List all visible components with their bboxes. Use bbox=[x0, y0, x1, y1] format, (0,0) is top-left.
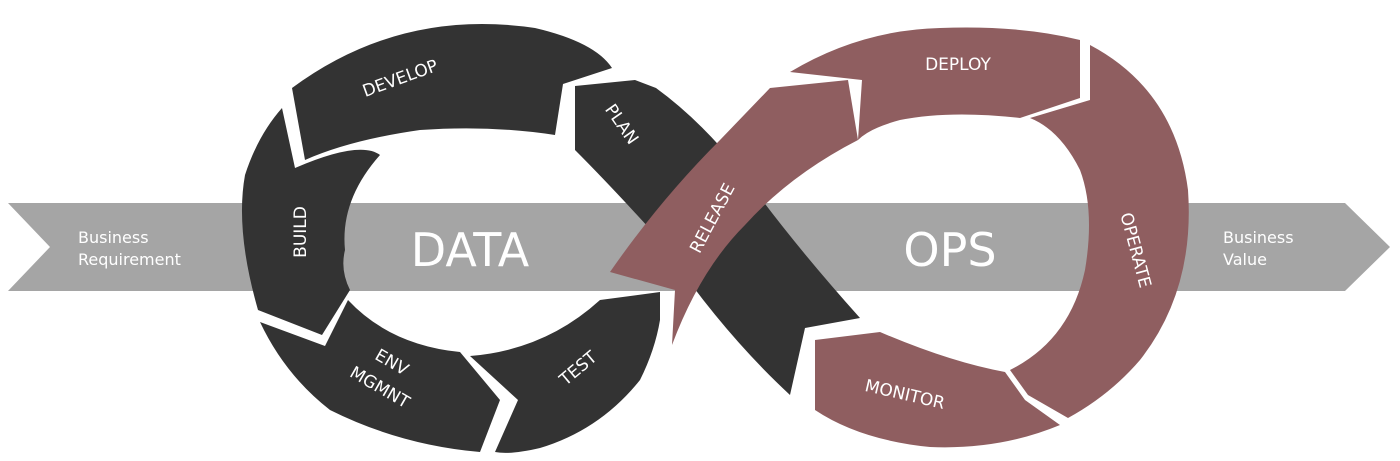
data-title: DATA bbox=[411, 223, 530, 277]
stage-deploy-label: DEPLOY bbox=[925, 55, 991, 75]
input-label-line2: Requirement bbox=[78, 250, 181, 269]
segment-deploy bbox=[790, 27, 1080, 140]
data-loop bbox=[241, 24, 860, 453]
ops-loop bbox=[610, 27, 1189, 448]
segment-release bbox=[610, 80, 858, 345]
input-label-line1: Business bbox=[78, 228, 149, 247]
output-label-line2: Value bbox=[1223, 250, 1267, 269]
segment-operate bbox=[1010, 45, 1189, 418]
segment-env-mgmnt bbox=[260, 300, 500, 452]
stage-build-label: BUILD bbox=[291, 206, 311, 258]
segment-monitor bbox=[815, 332, 1060, 448]
output-label-line1: Business bbox=[1223, 228, 1294, 247]
segment-build bbox=[241, 108, 380, 335]
ops-title: OPS bbox=[903, 223, 996, 277]
segment-develop bbox=[292, 24, 612, 160]
segment-test bbox=[470, 292, 660, 453]
